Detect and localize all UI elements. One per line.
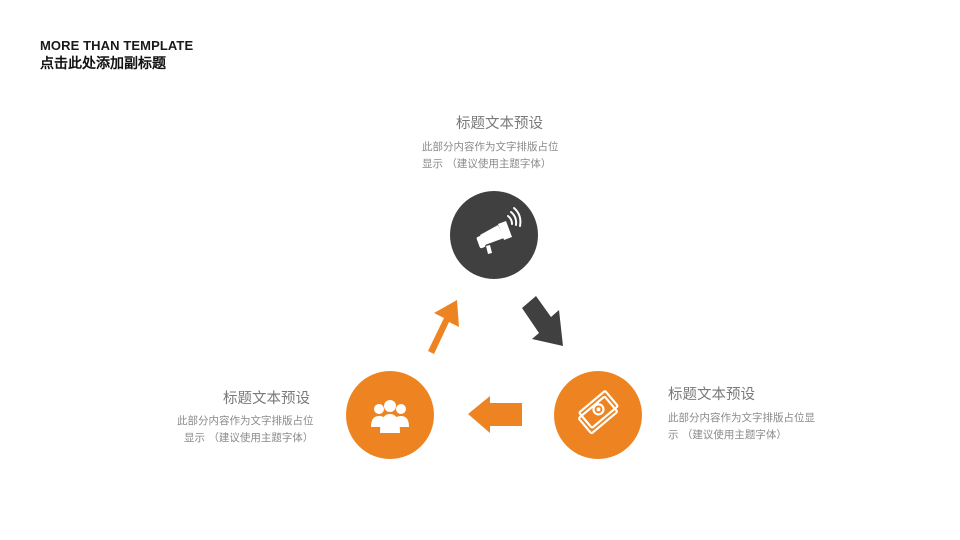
right-block-body: 此部分内容作为文字排版占位显 示 （建议使用主题字体）: [668, 410, 815, 444]
right-block-line2: 示 （建议使用主题字体）: [668, 429, 787, 441]
slide-subtitle: 点击此处添加副标题: [40, 56, 166, 72]
arrow-right-to-left: [468, 396, 522, 433]
arrow-top-to-right: [522, 296, 563, 346]
top-step-circle: [450, 191, 538, 279]
top-block-body: 此部分内容作为文字排版占位 显示 （建议使用主题字体）: [422, 139, 559, 173]
right-block-line1: 此部分内容作为文字排版占位显: [668, 412, 815, 424]
slide-title: MORE THAN TEMPLATE: [40, 38, 194, 53]
left-block-line1: 此部分内容作为文字排版占位: [177, 415, 314, 427]
left-block-title: 标题文本预设: [223, 391, 310, 407]
top-block-line1: 此部分内容作为文字排版占位: [422, 141, 559, 153]
right-block-title: 标题文本预设: [668, 387, 755, 403]
top-block-title: 标题文本预设: [456, 116, 543, 132]
megaphone-icon: [476, 207, 522, 254]
left-block-body: 此部分内容作为文字排版占位 显示 （建议使用主题字体）: [177, 413, 314, 447]
arrow-left-to-top: [418, 300, 459, 354]
left-step-circle: [346, 371, 434, 459]
top-block-line2: 显示 （建议使用主题字体）: [422, 158, 552, 170]
slide-header: MORE THAN TEMPLATE 点击此处添加副标题: [40, 37, 193, 74]
left-block-line2: 显示 （建议使用主题字体）: [184, 432, 314, 444]
team-icon: [371, 400, 409, 433]
right-step-circle: [554, 371, 642, 459]
money-icon: [578, 390, 619, 435]
